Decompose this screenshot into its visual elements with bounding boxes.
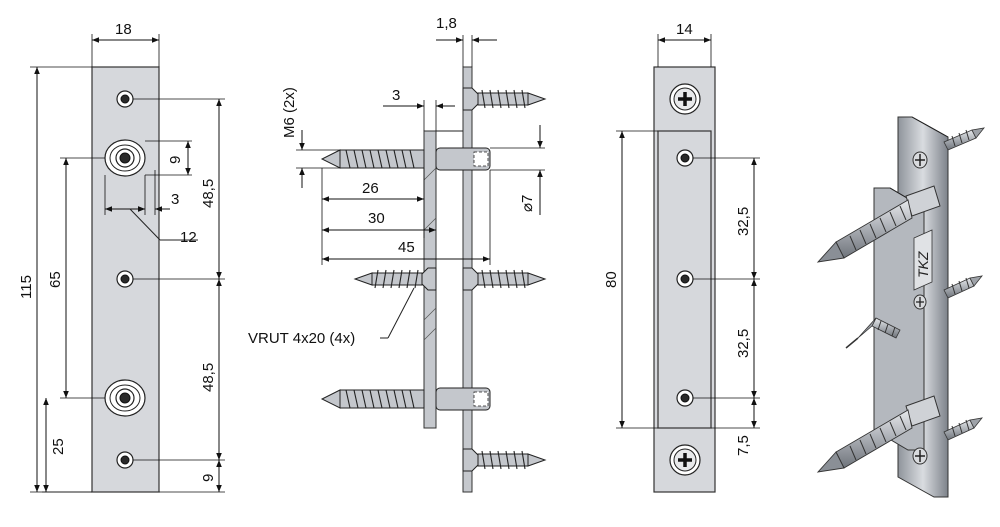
- back-hole-3: [676, 389, 694, 407]
- side-bracket-hatch: [423, 167, 437, 341]
- iso-phillips-bottom: [912, 447, 928, 465]
- side-wood-screw-2: [462, 267, 547, 291]
- front-slot-bottom: [104, 379, 146, 417]
- side-wood-screw-1: [462, 87, 547, 111]
- side-dim-plate-offset: 3: [392, 87, 400, 104]
- front-dim-upper-pitch: 48,5: [200, 179, 217, 208]
- back-hole-2: [676, 270, 694, 288]
- back-bracket-plate: [657, 130, 712, 429]
- side-m6-bolt-top: [320, 147, 491, 171]
- front-small-hole-top: [116, 90, 134, 108]
- iso-phillips-mid: [913, 294, 927, 310]
- side-dim-len-26: 26: [362, 180, 379, 197]
- back-dim-bottom: 7,5: [735, 435, 752, 456]
- side-dim-len-45: 45: [398, 239, 415, 256]
- front-small-hole-middle: [116, 270, 134, 288]
- back-dim-width: 14: [676, 21, 693, 38]
- iso-phillips-top: [912, 151, 928, 169]
- front-small-hole-bottom: [116, 451, 134, 469]
- side-dim-diameter: ⌀7: [519, 195, 536, 212]
- iso-screw-right-top: [943, 127, 985, 151]
- front-dim-total-height: 115: [18, 275, 35, 299]
- front-dim-slot-height: 9: [167, 156, 184, 164]
- back-phillips-screw-top: [669, 83, 701, 115]
- iso-screw-right-mid: [943, 275, 983, 299]
- front-slot-top: [104, 139, 146, 177]
- iso-view: TKZ: [816, 116, 985, 498]
- front-dim-slot-width: 12: [180, 229, 197, 246]
- side-dim-len-30: 30: [368, 210, 385, 227]
- iso-m6-bolt-bottom: [816, 409, 913, 473]
- iso-tkz-logo: TKZ: [913, 229, 933, 291]
- back-dim-pitch-upper: 32,5: [735, 207, 752, 236]
- front-dim-slot-offset: 3: [171, 191, 179, 208]
- back-hole-1: [676, 149, 694, 167]
- side-thread-label: M6 (2x): [281, 87, 298, 138]
- front-dim-bottom-bolt: 25: [50, 438, 67, 455]
- iso-logo-text: TKZ: [915, 251, 931, 278]
- side-wood-screw-4: [353, 267, 437, 291]
- back-phillips-screw-bottom: [669, 444, 701, 476]
- side-dim-thickness: 1,8: [436, 15, 457, 32]
- front-dim-width: 18: [115, 21, 132, 38]
- side-wood-screw-3: [462, 448, 547, 472]
- iso-m6-bolt-top: [816, 199, 913, 263]
- side-screw-label: VRUT 4x20 (4x): [248, 330, 355, 347]
- side-view: 1,8 3 M6 (2x) 26 30 45 ⌀7 VRUT 4x20 (4x): [248, 15, 547, 493]
- front-dim-bolt-spacing: 65: [47, 271, 64, 288]
- front-dim-bottom-hole: 9: [200, 474, 217, 482]
- back-dim-pitch-lower: 32,5: [735, 329, 752, 358]
- iso-screw-left-mid: [845, 317, 901, 349]
- front-dim-lower-pitch: 48,5: [200, 363, 217, 392]
- side-m6-bolt-bottom: [320, 387, 491, 411]
- back-dim-height: 80: [603, 271, 620, 288]
- back-view: 14 80 32,5 32,5 7,5: [603, 21, 760, 493]
- front-view: 18 115 65 25 9 3 12: [18, 21, 225, 493]
- iso-screw-right-bottom: [943, 417, 983, 441]
